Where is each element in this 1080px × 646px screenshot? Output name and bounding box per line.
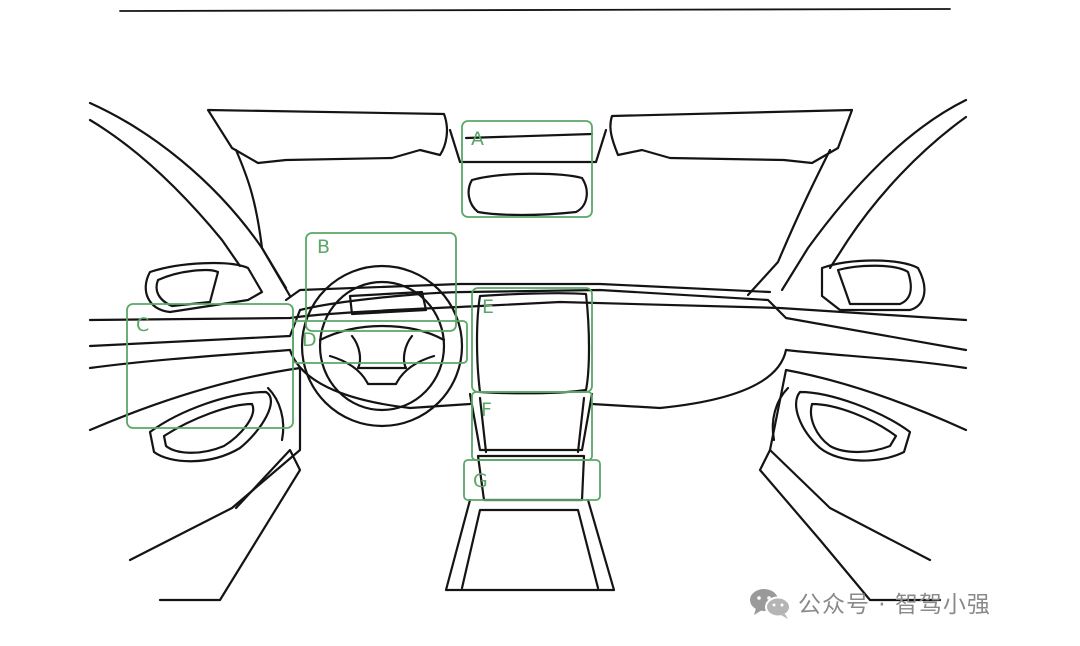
wechat-icon <box>750 589 791 619</box>
zone-C: C <box>126 303 294 429</box>
zone-A: A <box>461 120 593 218</box>
steering-wheel <box>300 264 464 428</box>
left-a-pillar <box>88 101 288 290</box>
zone-label-G: G <box>473 470 488 492</box>
zone-label-C: C <box>136 314 149 336</box>
watermark-text: 公众号 · 智驾小强 <box>798 592 991 618</box>
headliner <box>206 108 854 298</box>
right-side-mirror <box>820 259 926 312</box>
rearview-mirror <box>467 172 588 217</box>
zone-label-F: F <box>481 399 492 421</box>
dashboard <box>88 282 968 410</box>
zone-label-B: B <box>317 236 330 258</box>
zone-label-D: D <box>302 329 317 351</box>
zone-D: D <box>292 320 468 364</box>
zone-label-A: A <box>471 128 484 150</box>
left-door-panel <box>88 366 302 602</box>
zone-B: B <box>305 232 457 332</box>
right-a-pillar <box>780 98 968 292</box>
right-door-panel <box>758 368 968 602</box>
zone-label-E: E <box>482 296 494 318</box>
center-screen <box>475 292 591 395</box>
instrument-cluster <box>348 290 428 316</box>
top-rule <box>119 8 951 12</box>
zone-G: G <box>463 459 601 501</box>
left-side-mirror <box>144 262 264 314</box>
center-console <box>444 392 616 592</box>
